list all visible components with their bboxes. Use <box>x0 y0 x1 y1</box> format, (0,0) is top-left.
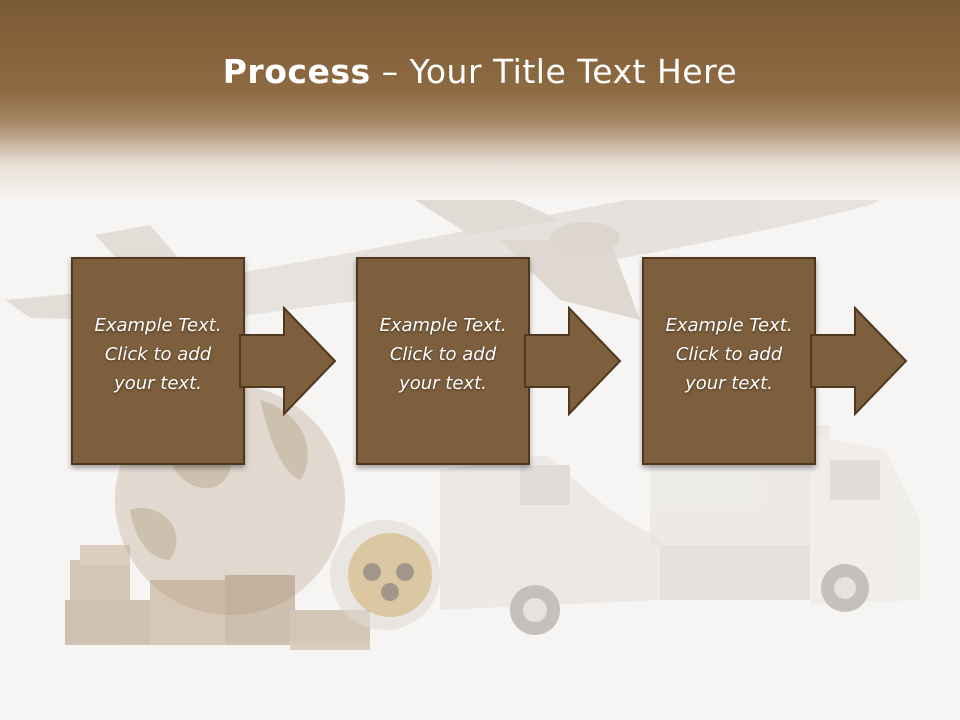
step-2-text[interactable]: Example Text. Click to add your text. <box>358 311 528 398</box>
step-1-line-2: Click to add <box>104 344 212 365</box>
boxes-image <box>65 545 370 650</box>
process-step-3[interactable]: Example Text. Click to add your text. <box>642 257 816 465</box>
step-1-text[interactable]: Example Text. Click to add your text. <box>73 311 243 398</box>
bottom-fade <box>0 640 960 720</box>
title-rest: – Your Title Text Here <box>370 52 738 91</box>
step-2-line-3: your text. <box>399 373 487 394</box>
process-step-2[interactable]: Example Text. Click to add your text. <box>356 257 530 465</box>
step-3-line-3: your text. <box>685 373 773 394</box>
clock-image <box>330 520 440 630</box>
step-3-line-1: Example Text. <box>665 315 793 336</box>
header-band <box>0 0 960 200</box>
arrow-right-icon <box>810 306 908 416</box>
arrow-right-icon <box>524 306 622 416</box>
van-image <box>440 455 660 635</box>
process-step-1[interactable]: Example Text. Click to add your text. <box>71 257 245 465</box>
step-3-text[interactable]: Example Text. Click to add your text. <box>644 311 814 398</box>
step-1-line-3: your text. <box>114 373 202 394</box>
arrow-right-icon <box>239 306 337 416</box>
step-1-line-1: Example Text. <box>94 315 222 336</box>
step-2-line-2: Click to add <box>389 344 497 365</box>
slide-title[interactable]: Process – Your Title Text Here <box>0 52 960 91</box>
step-3-line-2: Click to add <box>675 344 783 365</box>
step-2-line-1: Example Text. <box>379 315 507 336</box>
title-strong: Process <box>222 52 371 91</box>
